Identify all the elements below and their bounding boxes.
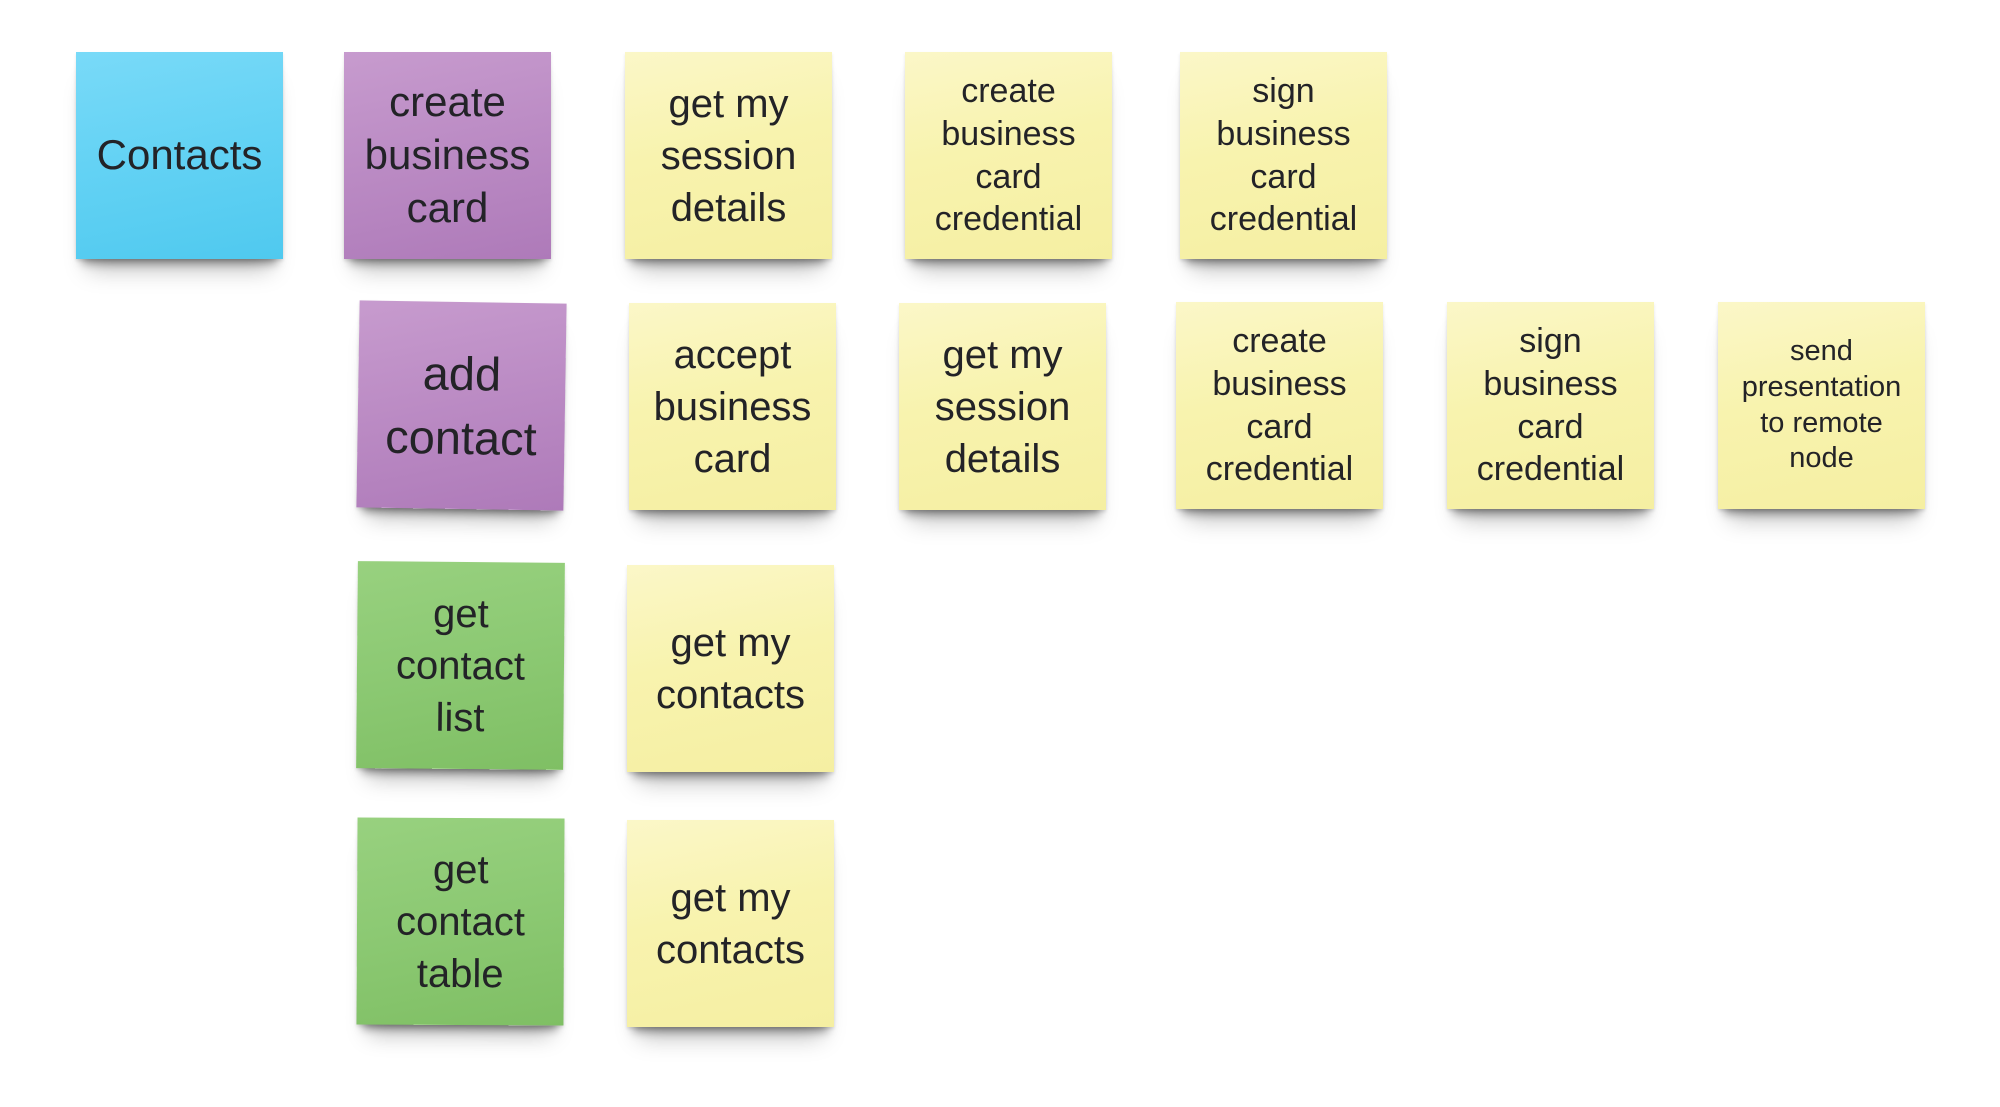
note-add-contact[interactable]: add contact bbox=[356, 300, 567, 511]
note-text: get my contacts bbox=[656, 875, 805, 972]
note-sign-business-card-credential-1[interactable]: sign business card credential bbox=[1180, 52, 1387, 259]
note-send-presentation-to-remote-node[interactable]: send presentation to remote node bbox=[1718, 302, 1925, 509]
note-text: send presentation to remote node bbox=[1741, 334, 1902, 475]
note-text: get my session details bbox=[934, 332, 1071, 481]
note-text: add contact bbox=[384, 345, 538, 465]
note-text: sign business card credential bbox=[1476, 321, 1625, 489]
note-text: accept business card bbox=[653, 332, 812, 481]
note-create-business-card[interactable]: create business card bbox=[344, 52, 551, 259]
note-sign-business-card-credential-2[interactable]: sign business card credential bbox=[1447, 302, 1654, 509]
note-text: get my contacts bbox=[656, 620, 805, 717]
note-text: Contacts bbox=[96, 131, 263, 179]
note-create-business-card-credential-1[interactable]: create business card credential bbox=[905, 52, 1112, 259]
note-text: create business card credential bbox=[934, 71, 1083, 239]
note-get-contact-table[interactable]: get contact table bbox=[356, 817, 565, 1026]
note-get-my-contacts-2[interactable]: get my contacts bbox=[627, 820, 834, 1027]
note-get-my-session-details-1[interactable]: get my session details bbox=[625, 52, 832, 259]
note-text: get my session details bbox=[660, 81, 797, 230]
note-accept-business-card[interactable]: accept business card bbox=[629, 303, 836, 510]
note-get-my-contacts-1[interactable]: get my contacts bbox=[627, 565, 834, 772]
note-text: get contact list bbox=[395, 591, 526, 740]
note-text: create business card bbox=[364, 78, 531, 231]
note-text: create business card credential bbox=[1205, 321, 1354, 489]
note-text: sign business card credential bbox=[1209, 71, 1358, 239]
note-contacts[interactable]: Contacts bbox=[76, 52, 283, 259]
note-text: get contact table bbox=[395, 847, 526, 996]
note-create-business-card-credential-2[interactable]: create business card credential bbox=[1176, 302, 1383, 509]
note-get-my-session-details-2[interactable]: get my session details bbox=[899, 303, 1106, 510]
note-get-contact-list[interactable]: get contact list bbox=[356, 561, 565, 770]
